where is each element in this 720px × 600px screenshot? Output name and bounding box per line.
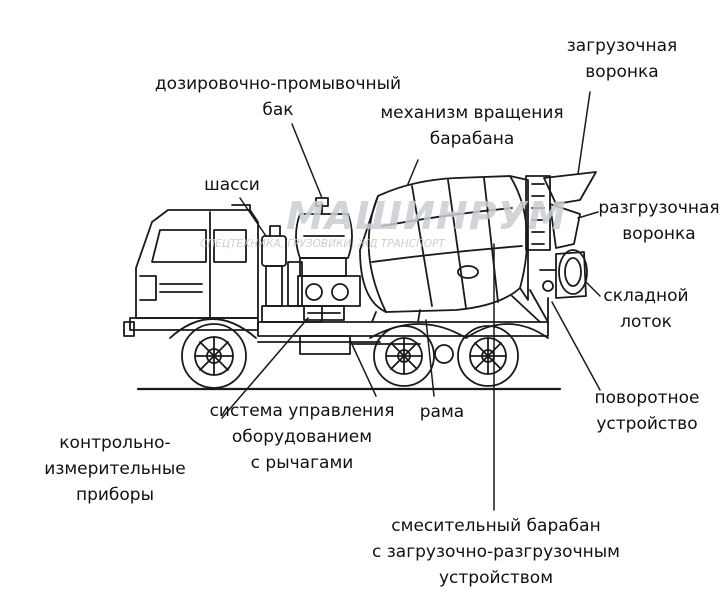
rotary-device xyxy=(539,269,557,323)
label-loading-hopper: загрузочная воронка xyxy=(566,36,678,82)
leader-lines xyxy=(221,91,601,511)
mixer-drum xyxy=(359,175,529,313)
rear-wheel-1 xyxy=(373,325,435,387)
folding-chute xyxy=(555,249,588,299)
chassis-components xyxy=(261,225,303,307)
label-dosing-tank: дозировочно-промывочный бак xyxy=(154,74,402,120)
label-chassis: шасси xyxy=(204,175,260,195)
front-wheel xyxy=(181,323,247,389)
chassis-frame xyxy=(257,305,549,355)
label-frame: рама xyxy=(419,402,465,422)
front-fender xyxy=(169,318,257,339)
drive-unit xyxy=(297,275,361,321)
rear-wheel-2 xyxy=(457,325,519,387)
differential xyxy=(434,344,454,364)
label-instruments: контрольно- измерительные приборы xyxy=(44,433,186,505)
watermark-brand: МАШИНРУМ xyxy=(286,194,567,238)
watermark-tagline: СПЕЦТЕХНИКА, ГРУЗОВИКИ, ЖД ТРАНСПОРТ xyxy=(200,238,445,250)
label-mixing-drum: смесительный барабан с загрузочно-разгру… xyxy=(371,516,620,588)
label-control-system: система управления оборудованием с рычаг… xyxy=(209,401,395,473)
unloading-hopper xyxy=(549,203,581,249)
label-rotary-device: поворотное устройство xyxy=(594,388,700,434)
truck-cab xyxy=(123,204,259,337)
drum-supports xyxy=(371,289,549,323)
label-rotation-mechanism: механизм вращения барабана xyxy=(380,103,564,149)
label-unloading-hopper: разгрузочная воронка xyxy=(598,198,720,244)
label-folding-chute: складной лоток xyxy=(603,286,689,332)
